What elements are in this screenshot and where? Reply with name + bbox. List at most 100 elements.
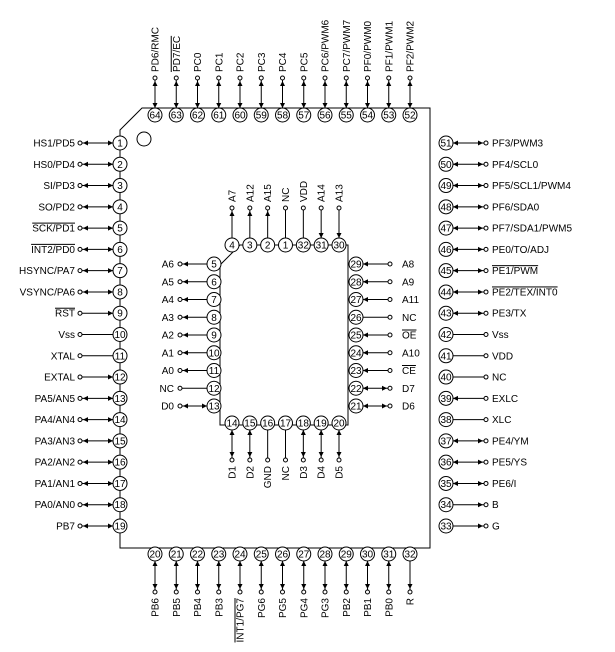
outer-pin-30-terminal <box>365 589 370 595</box>
inner-socket-outline <box>219 244 349 426</box>
outer-pin-55-arrow-out <box>343 81 349 86</box>
outer-pin-28-arrow-in <box>322 561 328 566</box>
inner-pin-15-arrow-in <box>247 430 253 435</box>
inner-pin-10-number: 10 <box>208 348 220 359</box>
inner-pin-18-arrow-out <box>300 452 306 457</box>
outer-pin-63-label: PD7/EC <box>172 36 183 72</box>
outer-pin-19-label: PB7 <box>56 522 75 533</box>
outer-pin-10-label: Vss <box>58 330 75 341</box>
outer-pin-50-label: PF4/SCL0 <box>492 160 539 171</box>
outer-pin-22-label: PB4 <box>193 598 204 617</box>
inner-pin-21-arrow-in <box>363 403 368 409</box>
outer-pin-12-number: 12 <box>114 373 126 384</box>
outer-pin-26-arrow-in <box>280 561 285 566</box>
outer-pin-52-number: 52 <box>404 111 416 122</box>
outer-pin-53-number: 53 <box>383 111 395 122</box>
outer-pin-12-terminal <box>77 374 83 380</box>
inner-pin-10-arrow-out <box>183 350 188 356</box>
outer-pin-51-label: PF3/PWM3 <box>492 139 544 150</box>
outer-pin-24-number: 24 <box>234 550 246 561</box>
outer-pin-39-number: 39 <box>440 394 452 405</box>
inner-pin-9-terminal <box>177 332 183 338</box>
outer-pin-3-terminal <box>77 183 83 189</box>
outer-pin-37-terminal <box>483 438 489 444</box>
inner-pin-20-label: D5 <box>335 466 346 479</box>
outer-pin-48-arrow-out <box>478 204 483 210</box>
inner-pin-4-arrow-out <box>229 211 235 216</box>
inner-pin-1-number: 1 <box>283 241 289 252</box>
inner-pin-13-label: D0 <box>161 402 174 413</box>
outer-pin-40-terminal <box>483 374 489 380</box>
outer-pin-20-arrow-in <box>152 561 158 566</box>
outer-pin-3-number: 3 <box>117 181 123 192</box>
inner-pin-1-label: NC <box>281 188 292 202</box>
inner-pin-21-arrow-out <box>382 403 387 409</box>
inner-pin-30-number: 30 <box>333 241 345 252</box>
outer-pin-14-label: PA4/AN4 <box>35 415 76 426</box>
outer-pin-33-arrow-out <box>478 523 483 529</box>
outer-pin-41-number: 41 <box>440 351 452 362</box>
outer-pin-38-terminal <box>483 417 489 423</box>
outer-pin-7-arrow-out <box>83 268 88 274</box>
outer-pin-28-label: PG3 <box>321 598 332 618</box>
inner-pin-1-terminal <box>283 205 288 211</box>
inner-pin-19-label: D4 <box>317 466 328 479</box>
inner-pin-31-number: 31 <box>316 241 328 252</box>
inner-pin-7-terminal <box>177 297 183 302</box>
inner-pin-16-terminal <box>265 457 271 463</box>
outer-pin-43-number: 43 <box>440 309 452 320</box>
outer-pin-42-terminal <box>483 332 489 337</box>
inner-pin-17-terminal <box>283 457 288 463</box>
inner-pin-22-terminal <box>387 385 393 391</box>
outer-pin-30-arrow-in <box>365 561 370 566</box>
outer-pin-9-label: RST <box>55 309 75 320</box>
outer-pin-17-arrow-in <box>108 480 113 486</box>
outer-pin-51-arrow-in <box>453 140 458 146</box>
outer-pin-51-arrow-out <box>478 140 483 146</box>
outer-pin-49-number: 49 <box>440 181 452 192</box>
outer-pin-8-number: 8 <box>117 287 123 298</box>
outer-pin-52-label: PF2/PWM2 <box>406 20 417 72</box>
inner-pin-11-terminal <box>177 368 183 373</box>
outer-pin-30-arrow-out <box>365 584 370 589</box>
outer-pin-9-number: 9 <box>117 309 123 320</box>
outer-pin-1-arrow-out <box>83 140 88 146</box>
outer-pin-59-arrow-in <box>258 103 264 108</box>
inner-pin-18-number: 18 <box>298 419 310 430</box>
outer-pin-26-label: PG5 <box>278 598 289 618</box>
inner-pin-5-arrow-out <box>183 261 188 267</box>
outer-pin-22-number: 22 <box>192 550 204 561</box>
outer-pin-15-number: 15 <box>114 436 126 447</box>
outer-pin-55-terminal <box>343 75 349 81</box>
outer-pin-5-terminal <box>77 225 83 231</box>
outer-pin-31-label: PB0 <box>384 598 395 617</box>
outer-pin-45-arrow-in <box>453 268 458 274</box>
outer-pin-38-number: 38 <box>440 415 452 426</box>
outer-pin-15-arrow-out <box>83 438 88 444</box>
outer-pin-48-number: 48 <box>440 202 452 213</box>
inner-pin-9-label: A2 <box>162 331 175 342</box>
inner-pin-3-arrow-out <box>247 211 253 216</box>
inner-pin-5-label: A6 <box>162 260 175 271</box>
inner-pin-11-arrow-out <box>183 368 188 373</box>
outer-pin-13-arrow-out <box>83 395 88 401</box>
inner-pin-30-label: A13 <box>335 184 346 202</box>
inner-pin-10-terminal <box>177 350 183 356</box>
inner-pin-32-label: VDD <box>299 181 310 202</box>
outer-pin-34-arrow-out <box>478 502 483 508</box>
outer-pin-11-label: XTAL <box>51 351 76 362</box>
outer-pin-4-number: 4 <box>117 202 123 213</box>
outer-pin-4-arrow-out <box>83 204 88 210</box>
outer-pin-31-arrow-out <box>386 584 392 589</box>
outer-pin-56-number: 56 <box>319 111 331 122</box>
outer-pin-23-arrow-in <box>216 561 222 566</box>
inner-pin-29-terminal <box>387 261 393 267</box>
inner-pin-18-label: D3 <box>299 466 310 479</box>
inner-pin-19-arrow-in <box>318 430 324 435</box>
inner-pin-32-number: 32 <box>298 241 310 252</box>
outer-pin-50-number: 50 <box>440 160 452 171</box>
inner-pin-28-label: A9 <box>402 277 415 288</box>
outer-pin-53-terminal <box>386 75 392 81</box>
outer-pin-17-label: PA1/AN1 <box>35 479 76 490</box>
outer-pin-51-terminal <box>483 140 489 146</box>
